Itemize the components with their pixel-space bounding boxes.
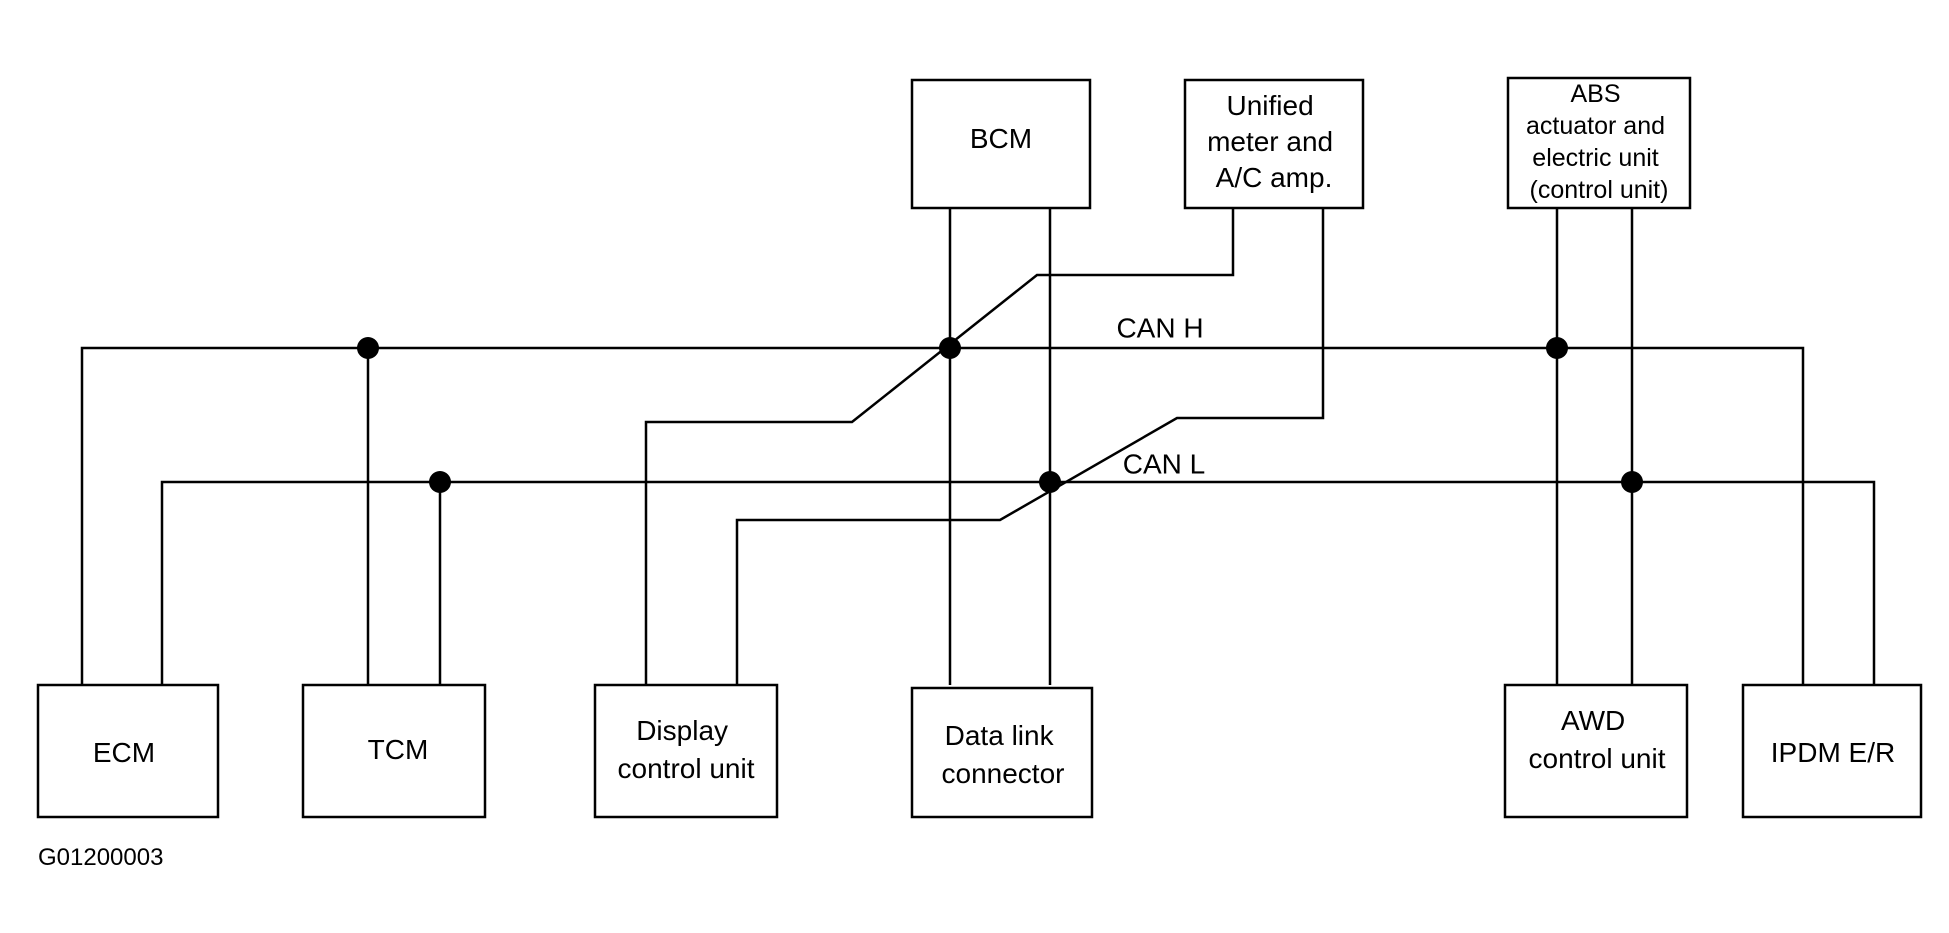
can-l-bus-line [160,480,1876,685]
unified-meter-ac-amp-label: Unified meter and A/C amp. [1207,90,1341,193]
display-control-unit-module: Display control unit [593,683,779,819]
can-h-junction-tcm [357,337,379,359]
awd-control-unit-module: AWD control unit [1503,683,1689,819]
abs-actuator-label: ABS actuator and electric unit (control … [1526,80,1672,204]
ipdm-er-module: IPDM E/R [1741,683,1923,819]
can-l-label: CAN L [1123,448,1205,479]
can-h-bus-line [80,346,1805,685]
unified-meter-ac-amp-module: Unified meter and A/C amp. [1183,78,1365,210]
can-h-meter-display-link [644,208,1235,685]
can-h-wiring [80,208,1805,685]
tcm-label: TCM [368,734,429,765]
can-l-wiring [160,208,1876,685]
ecm-module: ECM [36,683,220,819]
bcm-module: BCM [910,78,1092,210]
ecm-label: ECM [93,737,155,768]
can-h-label: CAN H [1116,312,1203,343]
can-h-junction-bcm [939,337,961,359]
junction-nodes [357,337,1643,493]
figure-id: G01200003 [38,844,163,871]
can-l-junction-tcm [429,471,451,493]
abs-actuator-module: ABS actuator and electric unit (control … [1506,76,1692,210]
display-control-unit-label: Display control unit [618,715,755,784]
data-link-connector-module: Data link connector [910,686,1094,819]
bcm-label: BCM [970,123,1032,154]
can-l-junction-abs [1621,471,1643,493]
ipdm-er-label: IPDM E/R [1771,737,1895,768]
can-l-junction-bcm [1039,471,1061,493]
awd-control-unit-label: AWD control unit [1529,705,1666,774]
tcm-module: TCM [301,683,487,819]
can-l-meter-display-link [735,208,1325,685]
can-h-junction-abs [1546,337,1568,359]
data-link-connector-label: Data link connector [942,720,1065,789]
